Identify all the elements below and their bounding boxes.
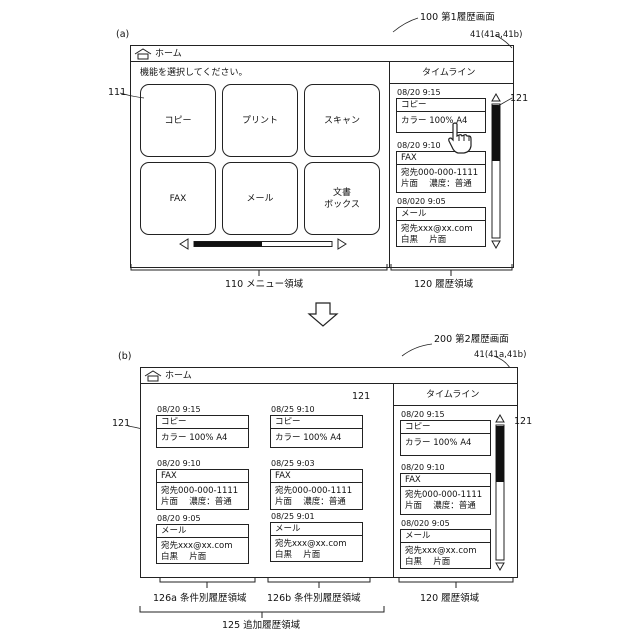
down-arrow-icon [309, 303, 337, 326]
timeline-b-time-1: 08/20 9:15 [401, 410, 445, 420]
timeline-b-time-2: 08/20 9:10 [401, 463, 445, 473]
card-line: 宛先xxx@xx.com [405, 546, 477, 556]
card-line: カラー 100% A4 [275, 433, 341, 443]
card-line: 宛先xxx@xx.com [161, 541, 233, 551]
cond-b-time-2: 08/25 9:03 [271, 459, 315, 469]
cond-a-time-1: 08/20 9:15 [157, 405, 201, 415]
card-title: FAX [401, 474, 490, 487]
cond-a-card-copy[interactable]: コピー カラー 100% A4 [156, 415, 249, 448]
card-title: メール [271, 523, 362, 536]
card-title: コピー [157, 416, 248, 429]
card-title: FAX [271, 470, 362, 483]
card-line: 片面 濃度：普通 [405, 501, 476, 511]
menu-area-label: 110 メニュー領域 [225, 279, 303, 291]
cond-b-time-3: 08/25 9:01 [271, 512, 315, 522]
panel-b-label: (b) [118, 351, 131, 362]
timeline-b-card-mail[interactable]: メール 宛先xxx@xx.com 白黒 片面 [400, 529, 491, 569]
card-title: コピー [271, 416, 362, 429]
cond-b-card-mail[interactable]: メール 宛先xxx@xx.com 白黒 片面 [270, 522, 363, 562]
screen-b-ref-label: 200 第2履歴画面 [434, 334, 509, 345]
cond-a-card-mail[interactable]: メール 宛先xxx@xx.com 白黒 片面 [156, 524, 249, 564]
screen-b-device-ref: 41(41a,41b) [474, 350, 526, 361]
cond-b-card-copy[interactable]: コピー カラー 100% A4 [270, 415, 363, 448]
cond-b-time-1: 08/25 9:10 [271, 405, 315, 415]
timeline-b-card-copy[interactable]: コピー カラー 100% A4 [400, 420, 491, 456]
card-line: 白黒 片面 [275, 550, 320, 560]
triangle-down-icon [496, 563, 504, 570]
timeline-b-ref: 121 [514, 416, 532, 428]
card-line: 白黒 片面 [405, 557, 450, 567]
home-icon[interactable] [144, 370, 162, 382]
cond-a-time-3: 08/20 9:05 [157, 514, 201, 524]
cond-a-area-label: 126a 条件別履歴領域 [153, 593, 246, 605]
added-area-label: 125 追加履歴領域 [222, 620, 300, 632]
timeline-b-divider [393, 405, 518, 406]
cond-a-time-2: 08/20 9:10 [157, 459, 201, 469]
timeline-b-title: タイムライン [426, 390, 479, 401]
screen-b-area-divider [393, 383, 394, 578]
cond-a-ref: 121 [112, 418, 130, 430]
card-title: メール [401, 530, 490, 543]
cond-b-area-label: 126b 条件別履歴領域 [267, 593, 361, 605]
timeline-b-card-fax[interactable]: FAX 宛先000-000-1111 片面 濃度：普通 [400, 473, 491, 515]
card-title: メール [157, 525, 248, 538]
card-title: FAX [157, 470, 248, 483]
history-area-b-label: 120 履歴領域 [420, 593, 479, 605]
timeline-b-time-3: 08/020 9:05 [401, 519, 450, 529]
card-line: カラー 100% A4 [161, 433, 227, 443]
home-label-b[interactable]: ホーム [165, 371, 192, 382]
card-line: 宛先000-000-1111 [275, 486, 352, 496]
card-title: コピー [401, 421, 490, 434]
card-line: 宛先xxx@xx.com [275, 539, 347, 549]
timeline-b-scrollbar[interactable] [493, 414, 507, 571]
card-line: カラー 100% A4 [405, 438, 471, 448]
card-line: 宛先000-000-1111 [161, 486, 238, 496]
card-line: 片面 濃度：普通 [275, 497, 346, 507]
card-line: 片面 濃度：普通 [161, 497, 232, 507]
cond-b-card-fax[interactable]: FAX 宛先000-000-1111 片面 濃度：普通 [270, 469, 363, 510]
cond-b-ref: 121 [352, 391, 370, 403]
screen-b-header-divider [140, 383, 518, 384]
card-line: 白黒 片面 [161, 552, 206, 562]
cond-a-card-fax[interactable]: FAX 宛先000-000-1111 片面 濃度：普通 [156, 469, 249, 510]
card-line: 宛先000-000-1111 [405, 490, 482, 500]
triangle-up-icon [496, 415, 504, 422]
history-area-a-label: 120 履歴領域 [414, 279, 473, 291]
